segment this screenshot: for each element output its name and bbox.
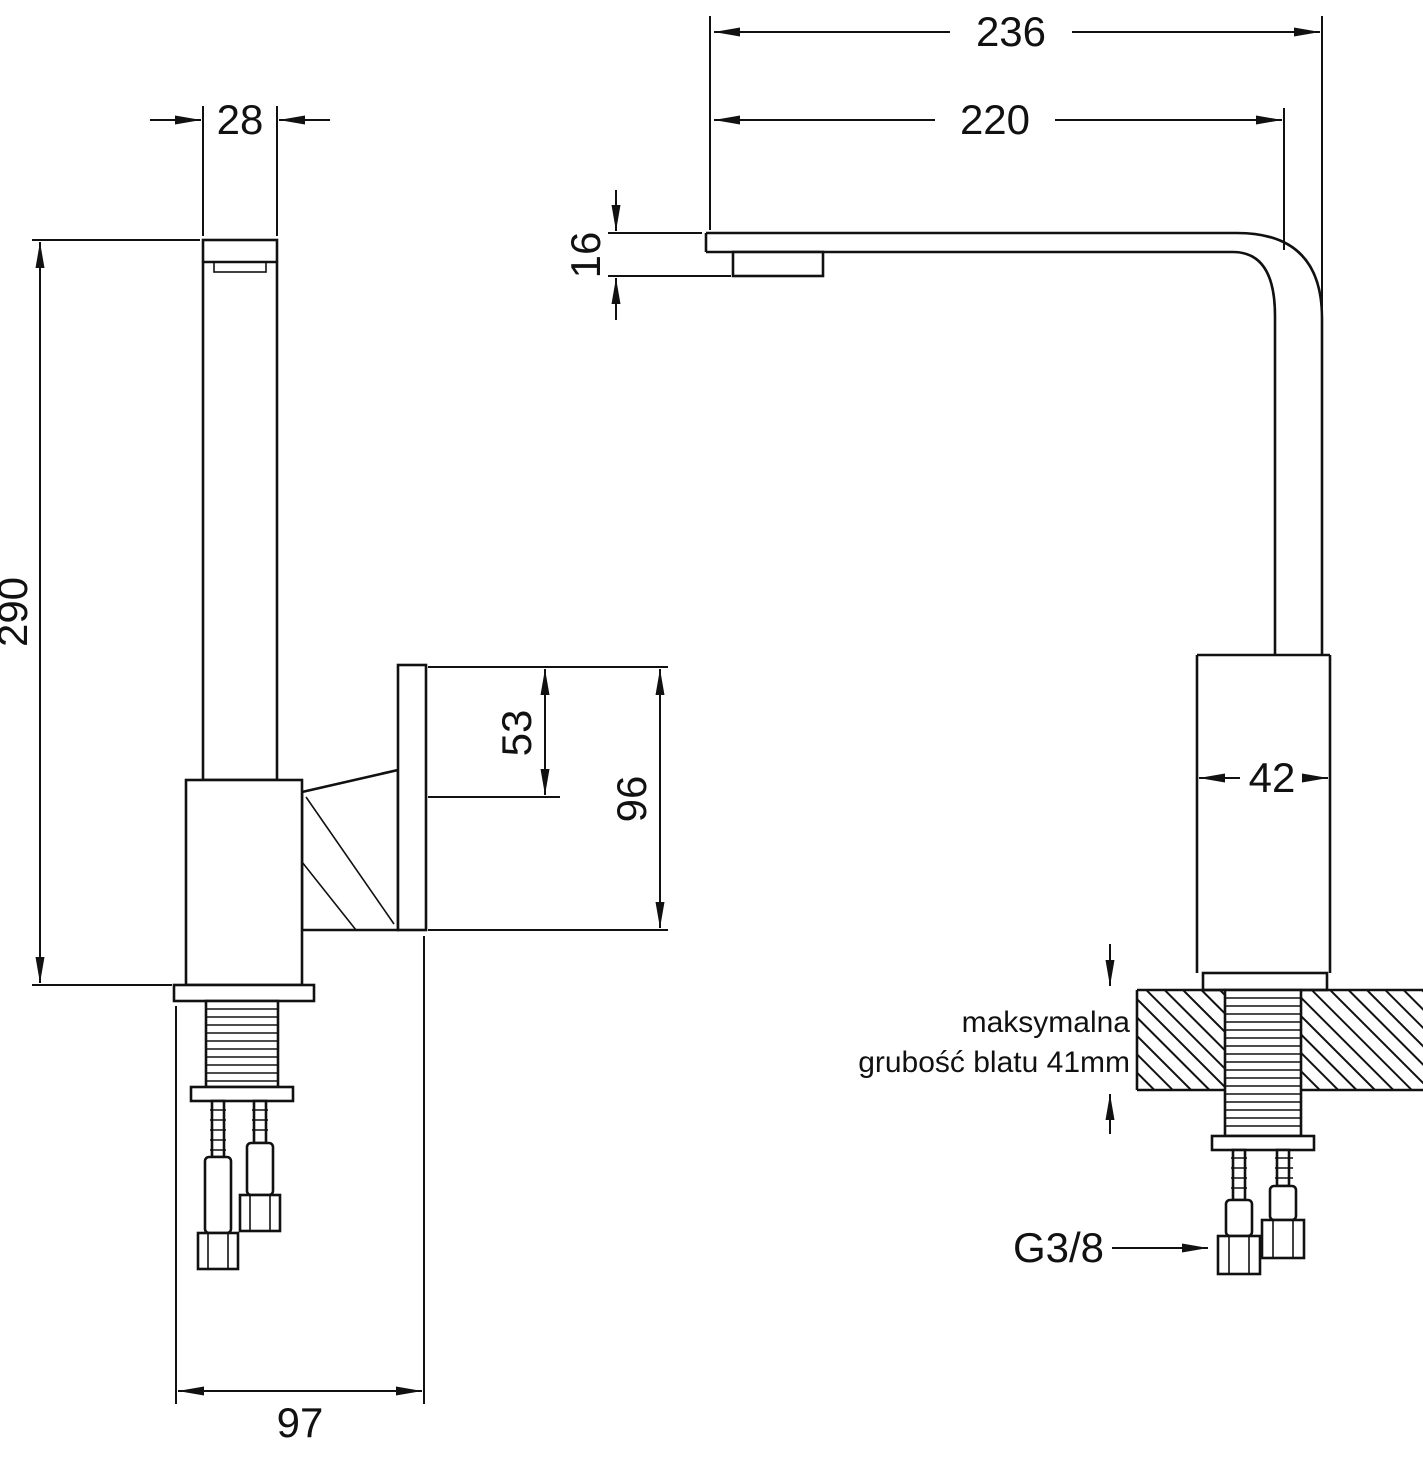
countertop-hatch-right [1301,990,1423,1090]
dim-label-handle-height: 96 [608,776,655,823]
front-washer [1210,1134,1316,1152]
side-flange [172,983,316,1003]
side-hose-right [245,1141,275,1197]
side-thread-shank [204,999,280,1089]
dim-base-depth: 97 [175,936,425,1446]
dim-label-handle-offset: 53 [493,710,540,757]
dim-spout-thickness: 16 [562,190,731,320]
side-faucet-outline [172,238,428,1271]
front-aerator [731,250,825,278]
dim-spout-reach: 220 [714,96,1285,250]
dim-label-base-depth: 97 [277,1399,324,1446]
thread-size-label: G3/8 [1013,1224,1104,1271]
side-hose-nut-right [238,1193,282,1233]
side-washer [189,1085,295,1103]
side-hose-left [203,1155,233,1235]
dim-label-body-width: 42 [1249,754,1296,801]
front-hose-right [1268,1184,1298,1222]
front-hose-left [1224,1198,1254,1238]
front-spout-inner [706,250,1277,655]
side-body [184,778,304,987]
thread-size-callout: G3/8 [1013,1224,1208,1271]
front-body [1195,653,1332,973]
side-handle [396,663,428,932]
dim-height: 290 [0,239,200,986]
dim-label-height: 290 [0,577,36,647]
countertop-hatch-left [1137,990,1225,1090]
front-view: 236 220 16 42 maksymalna grubość bla [562,8,1423,1276]
dim-body-width: 42 [1199,754,1328,801]
front-faucet-outline [704,231,1423,1276]
dim-spout-width: 28 [150,96,330,236]
front-hose-nut-left [1216,1234,1262,1276]
side-view: 28 290 53 96 97 [0,96,668,1446]
dim-handle-offset: 53 [428,666,668,798]
side-lever-housing [300,768,400,932]
side-spout-column [201,238,279,782]
front-flange [1201,971,1329,992]
dim-label-total-reach: 236 [976,8,1046,55]
countertop-outline [1135,988,1423,1092]
dim-label-spout-reach: 220 [960,96,1030,143]
counter-note-line1: maksymalna [962,1006,1131,1039]
front-thread-shank [1223,988,1303,1138]
side-stud-right [252,1099,268,1145]
front-spout-outer [706,231,1324,655]
counter-note-line2: grubość blatu 41mm [858,1046,1130,1079]
dim-total-reach: 236 [709,8,1323,312]
counter-thickness-note: maksymalna grubość blatu 41mm [858,944,1130,1134]
dim-label-spout-thickness: 16 [562,232,609,279]
dim-label-spout-width: 28 [217,96,264,143]
dim-handle-height: 96 [428,669,668,931]
side-hose-nut-left [196,1231,240,1271]
front-hose-nut-right [1260,1218,1306,1260]
